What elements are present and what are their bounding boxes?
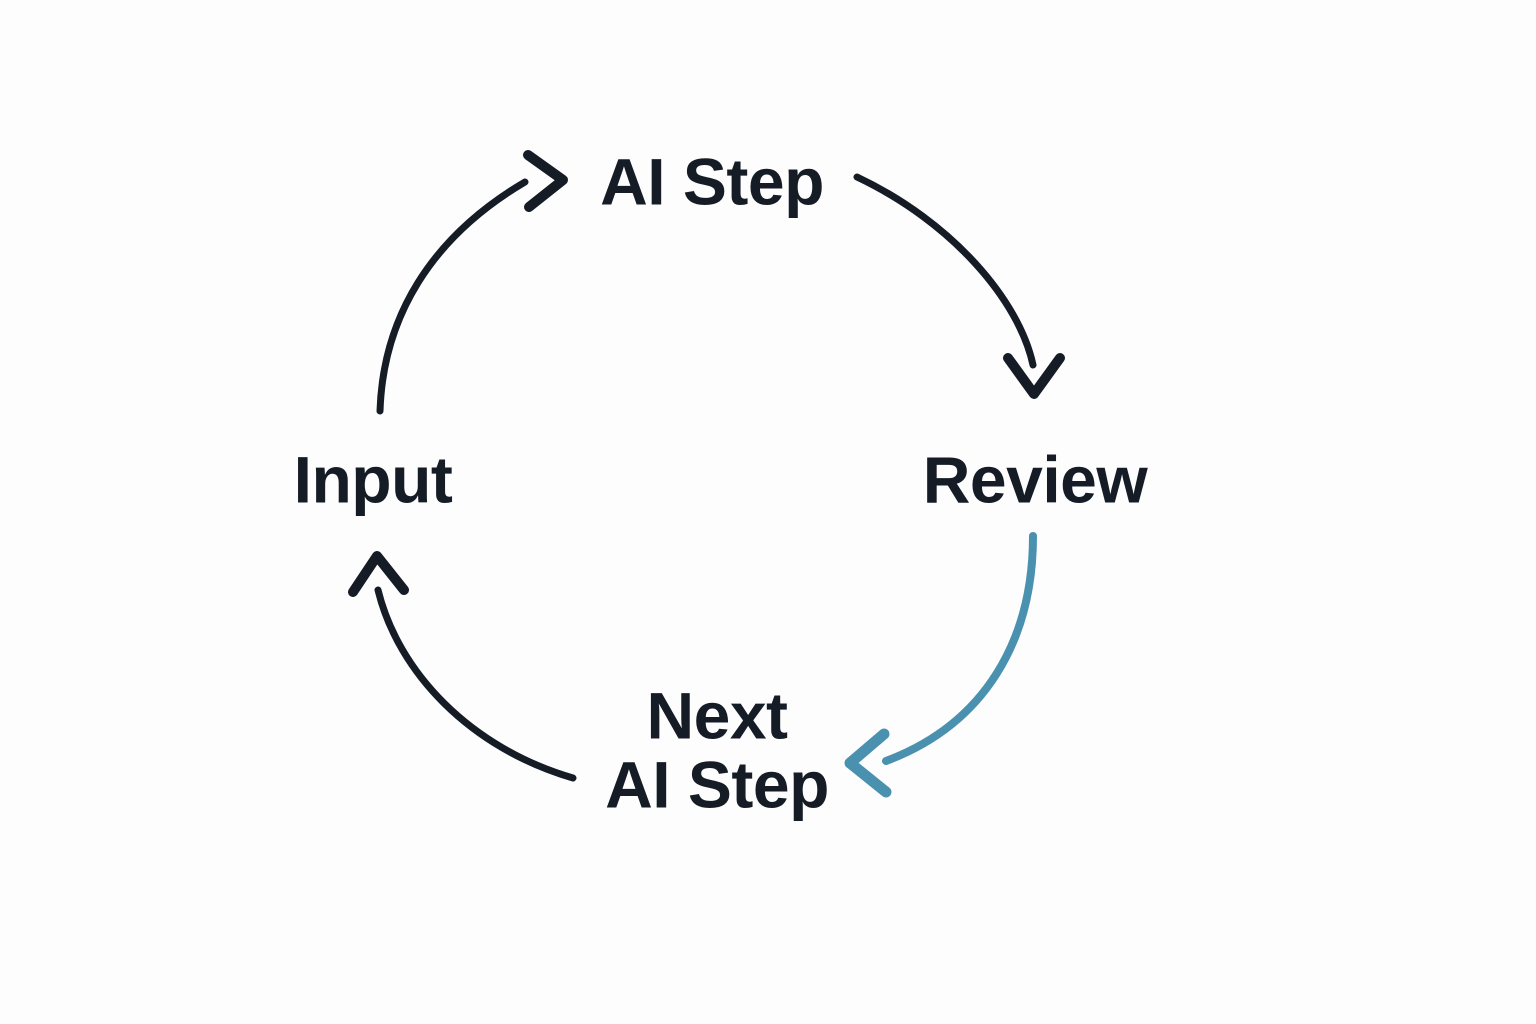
arrow-review-to-next-ai-step-path <box>882 532 1037 765</box>
arrow-review-to-next-ai-step-head-icon <box>844 728 892 798</box>
arrow-ai-step-to-review-head-icon <box>1003 353 1065 399</box>
arrow-ai-step-to-review-path <box>853 173 1037 369</box>
arrow-review-to-next-ai-step <box>844 532 1037 798</box>
arrow-next-ai-step-to-input-head-icon <box>348 551 409 597</box>
arrow-next-ai-step-to-input-path <box>374 586 577 782</box>
node-label-next-ai-step-line-2: AI Step <box>605 747 829 821</box>
arrow-ai-step-to-review <box>853 173 1065 399</box>
arrow-input-to-ai-step <box>376 150 568 415</box>
node-label-input: Input <box>293 442 453 517</box>
node-label-next-ai-step-line-1: Next <box>646 678 788 753</box>
arrow-input-to-ai-step-path <box>376 178 529 415</box>
node-label-ai-step: AI Step <box>600 144 824 219</box>
node-label-review: Review <box>922 442 1148 517</box>
arrow-next-ai-step-to-input <box>348 551 577 782</box>
arrow-input-to-ai-step-head-icon <box>523 150 568 212</box>
